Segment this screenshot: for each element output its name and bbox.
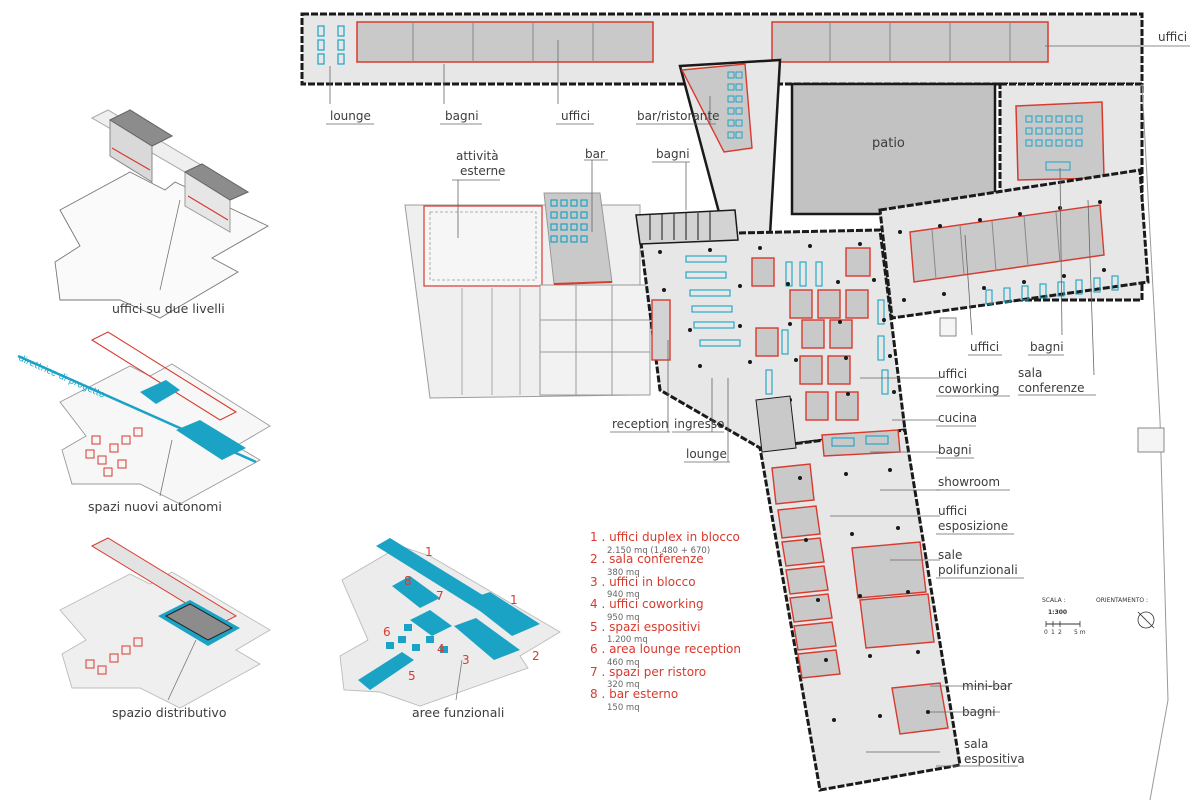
area-number-1a: 1 [425,545,433,559]
scale-ratio: 1:300 [1048,609,1067,616]
scale-tick-5: 5 m [1074,629,1086,636]
label-uffici-esposizione-1: uffici [938,504,967,518]
central-hall [635,209,907,450]
label-sala-conferenze-1: sala [1018,366,1042,380]
patio [790,82,997,216]
outdoor-terrace [404,204,651,399]
label-bagni-center: bagni [656,147,690,161]
diagram-spazi-nuovi-autonomi: direttrice di progetto spazi nuovi auton… [17,331,271,514]
label-showroom: showroom [938,475,1000,489]
north-arrow-icon [1137,611,1155,629]
scale-block: SCALA : 1:300 0 1 2 5 m ORIENTAMENTO : [1042,597,1155,636]
legend-title-1: 1 . uffici duplex in blocco [590,530,740,544]
label-uffici-mid: uffici [561,109,590,123]
area-number-5: 5 [408,669,416,683]
label-uffici-right: uffici [970,340,999,354]
label-lounge-top: lounge [330,109,371,123]
legend-area-1: 2.150 mq (1.480 + 670) [607,546,710,556]
east-office-wing [878,168,1150,320]
legend-area-2: 380 mq [607,568,640,578]
design-axis-line [17,354,257,464]
legend-area-5: 1.200 mq [607,635,648,645]
south-wing [755,395,962,792]
bar-ristorante-wing [678,58,782,237]
area-number-8: 8 [404,574,412,588]
legend-title-3: 3 . uffici in blocco [590,575,696,589]
area-legend: 1 . uffici duplex in blocco 2.150 mq (1.… [590,530,741,713]
diagram-uffici-due-livelli: uffici su due livelli [54,109,269,319]
area-number-7: 7 [436,589,444,603]
label-uffici-coworking-1: uffici [938,367,967,381]
label-sala-conferenze-2: conferenze [1018,381,1085,395]
legend-title-7: 7 . spazi per ristoro [590,665,706,679]
design-axis-label: direttrice di progetto [17,354,107,401]
entry-canopy [939,317,957,337]
label-patio: patio [872,136,905,151]
legend-area-7: 320 mq [607,680,640,690]
label-leaders [326,40,1190,767]
label-attivita-1: attività [456,149,499,163]
legend-area-8: 150 mq [607,703,640,713]
diagram-spazio-distributivo: spazio distributivo [59,537,271,720]
label-bagni-top: bagni [445,109,479,123]
label-bagni-east: bagni [938,443,972,457]
label-mini-bar: mini-bar [962,679,1012,693]
legend-title-4: 4 . uffici coworking [590,597,704,611]
label-bagni-right: bagni [1030,340,1064,354]
legend-title-6: 6 . area lounge reception [590,642,741,656]
label-bar: bar [585,147,605,161]
area-number-6: 6 [383,625,391,639]
site-boundary [1141,83,1169,800]
caption-aree-funzionali: aree funzionali [412,705,504,720]
scale-tick-1: 1 [1051,629,1055,636]
legend-title-8: 8 . bar esterno [590,687,678,701]
scale-bar: 0 1 2 5 m [1044,621,1086,636]
diagram-aree-funzionali: 1 1 2 3 4 5 6 7 8 aree funzionali [339,538,561,720]
area-number-1b: 1 [510,593,518,607]
bar-pavilion [543,192,613,285]
floor-plan [300,12,1169,800]
label-lounge-bottom: lounge [686,447,727,461]
label-bar-ristorante: bar/ristorante [637,109,720,123]
area-number-4: 4 [437,642,445,656]
scale-tick-0: 0 [1044,629,1048,636]
label-ingresso: ingresso [674,417,724,431]
annex-kiosk [1137,427,1165,453]
legend-area-4: 950 mq [607,613,640,623]
label-uffici-coworking-2: coworking [938,382,1000,396]
caption-spazi-nuovi-autonomi: spazi nuovi autonomi [88,499,222,514]
caption-uffici-due-livelli: uffici su due livelli [112,301,225,316]
area-number-3: 3 [462,653,470,667]
label-sala-espositiva-1: sala [964,737,988,751]
label-sale-polifunzionali-1: sale [938,548,962,562]
caption-spazio-distributivo: spazio distributivo [112,705,226,720]
label-bagni-bottom: bagni [962,705,996,719]
plan-labels: uffici lounge bagni uffici bar/ristorant… [330,30,1187,766]
legend-title-2: 2 . sala conferenze [590,552,704,566]
legend-title-5: 5 . spazi espositivi [590,620,700,634]
scale-tick-2: 2 [1058,629,1062,636]
orientation-label: ORIENTAMENTO : [1096,597,1148,604]
scale-label: SCALA : [1042,597,1066,604]
label-attivita-2: esterne [460,164,505,178]
area-number-2: 2 [532,649,540,663]
label-reception: reception [612,417,669,431]
label-sale-polifunzionali-2: polifunzionali [938,563,1018,577]
label-sala-espositiva-2: espositiva [964,752,1025,766]
label-uffici-esposizione-2: esposizione [938,519,1008,533]
legend-area-3: 940 mq [607,590,640,600]
legend-area-6: 460 mq [607,658,640,668]
label-uffici-top: uffici [1158,30,1187,44]
label-cucina: cucina [938,411,977,425]
